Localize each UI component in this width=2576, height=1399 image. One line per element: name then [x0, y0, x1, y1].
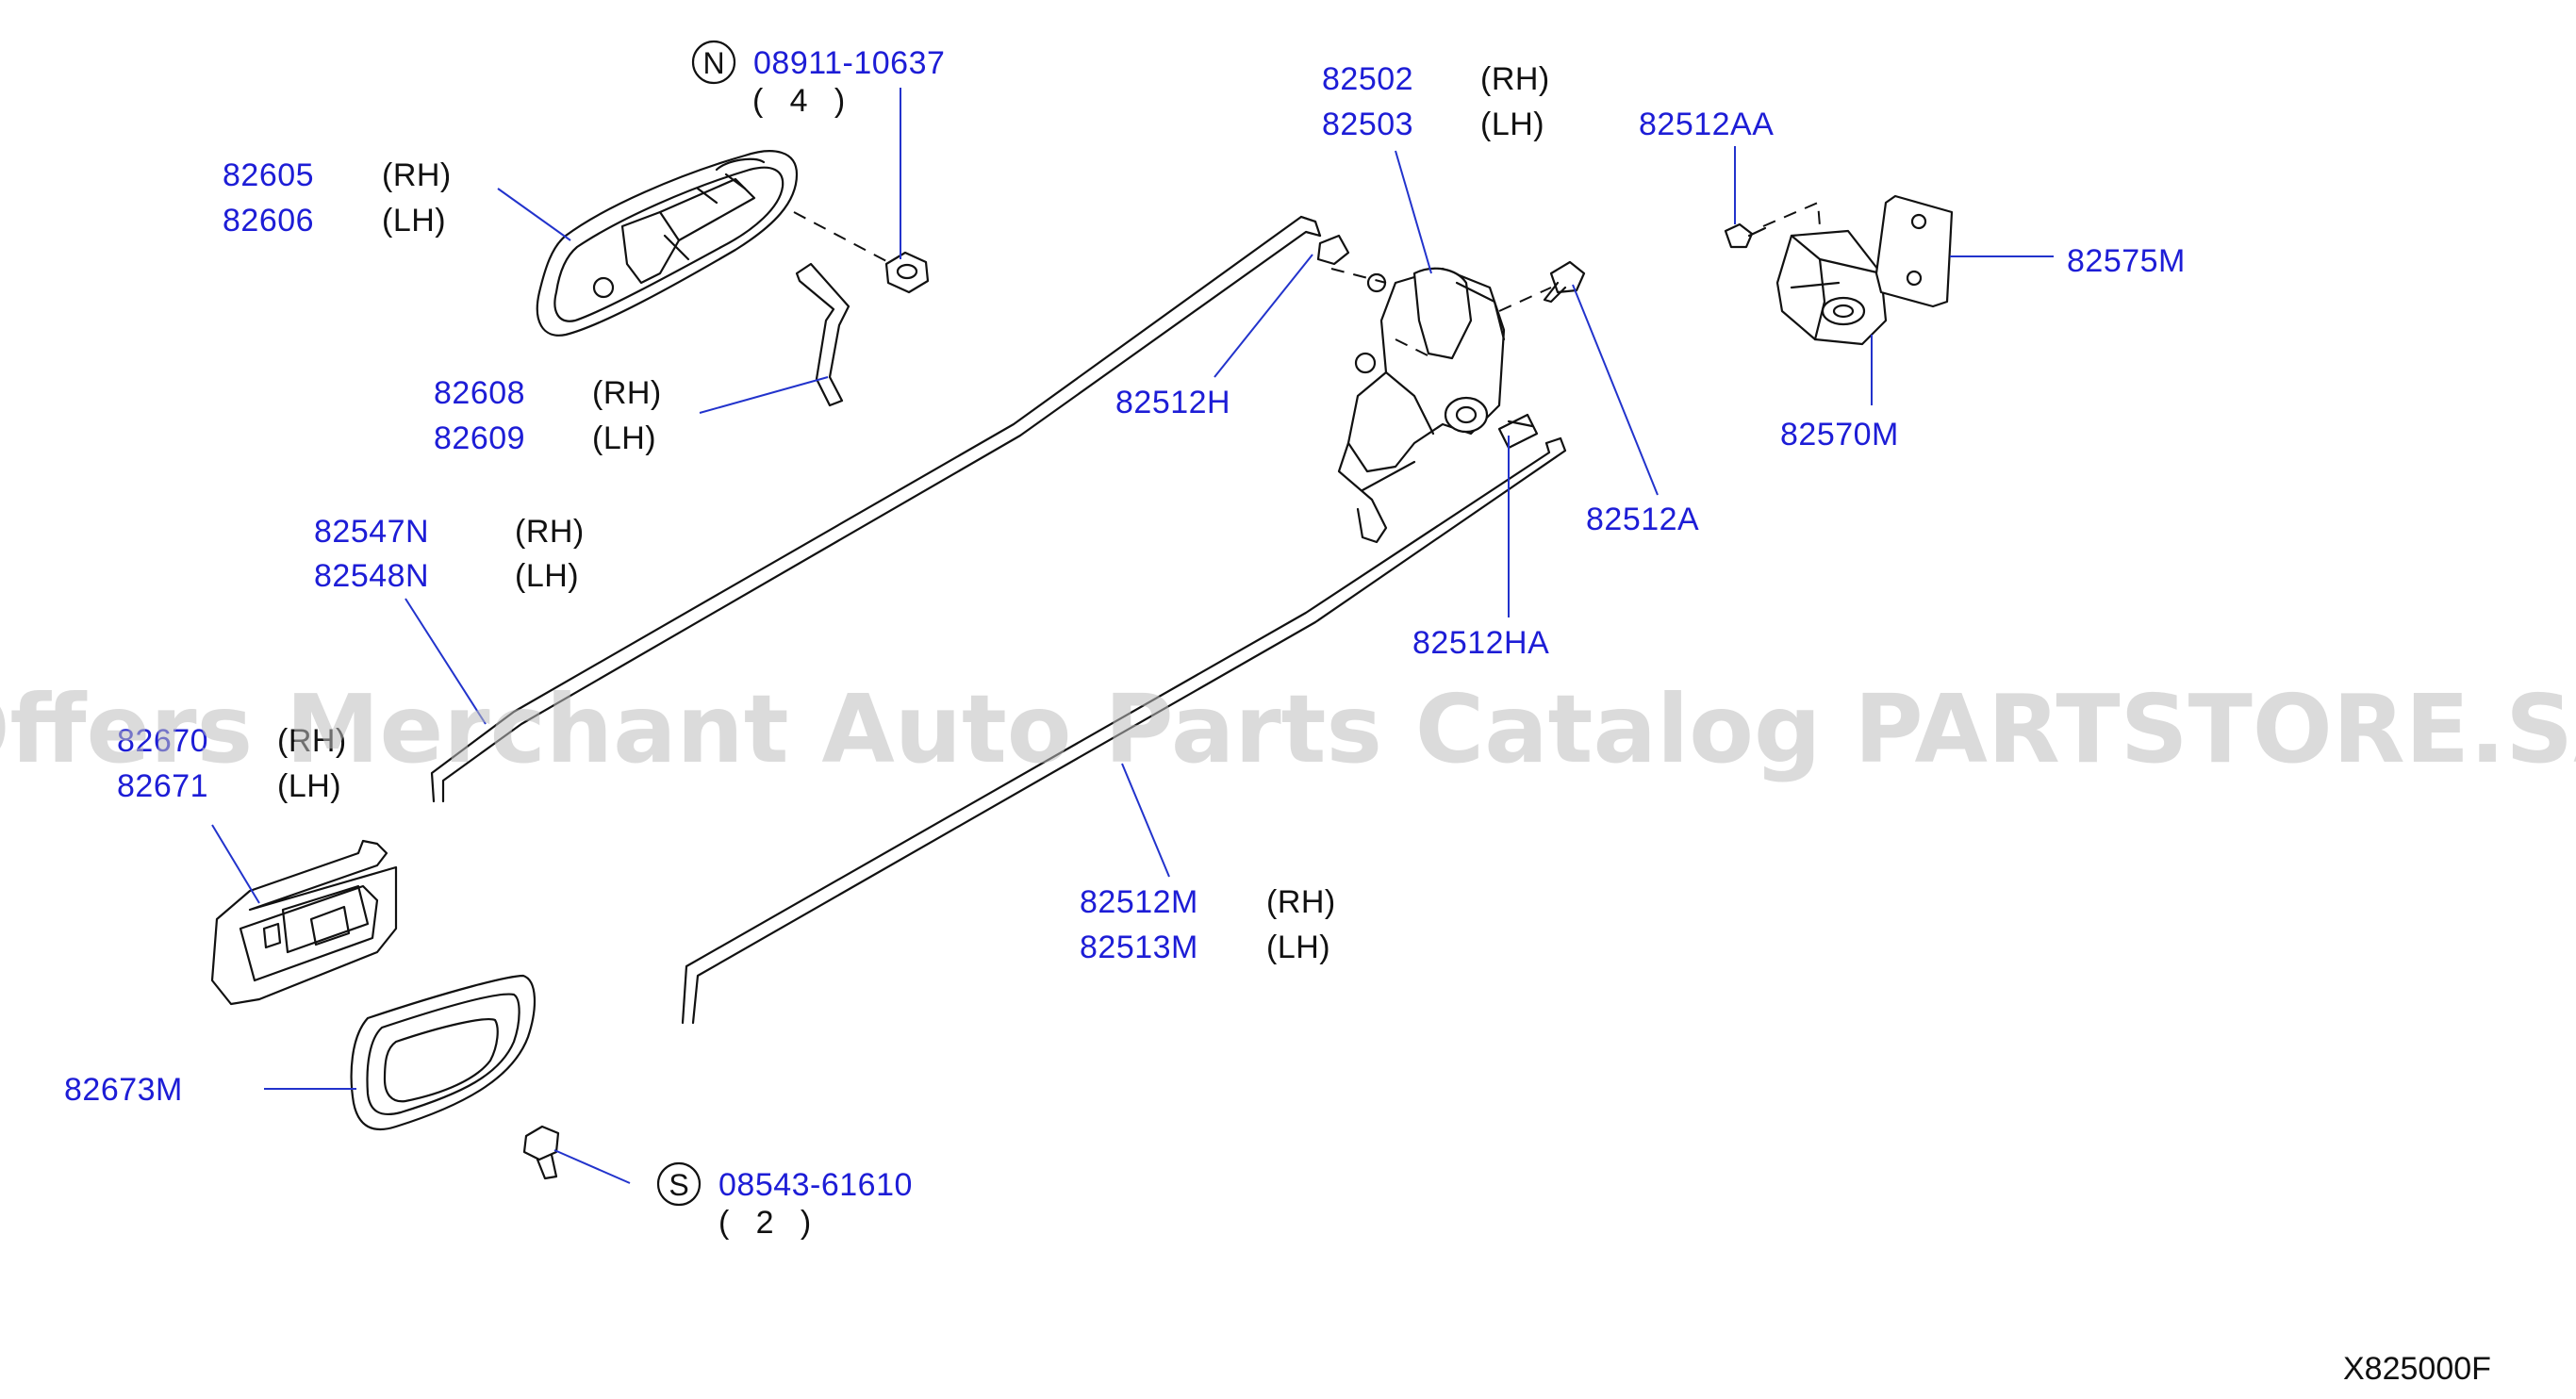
part-number-82673M: 82673M — [64, 1072, 183, 1108]
part-number-82608: 82608 — [434, 375, 525, 411]
label-08911-10637[interactable]: N 08911-10637 ( 4 ) — [691, 40, 945, 119]
side-82671: (LH) — [277, 768, 341, 804]
part-number-82512H: 82512H — [1115, 385, 1230, 420]
nut-prefix: N — [702, 46, 724, 80]
side-82547N: (RH) — [515, 514, 585, 550]
label-82575M[interactable]: 82575M — [2067, 243, 2186, 279]
label-82605-82606[interactable]: 82605 (RH) 82606 (LH) — [223, 157, 452, 239]
part-number-82512A: 82512A — [1586, 502, 1699, 537]
escutcheon-82673M-drawing — [350, 974, 537, 1131]
screw-82512A-drawing — [1543, 260, 1586, 304]
screw-82512AA-drawing — [1724, 201, 1821, 249]
part-number-08911-10637: 08911-10637 — [753, 45, 945, 81]
side-82512M: (RH) — [1266, 884, 1336, 920]
label-82547N-82548N[interactable]: 82547N (RH) 82548N (LH) — [314, 514, 585, 594]
part-number-82547N: 82547N — [314, 514, 429, 550]
side-82670: (RH) — [277, 723, 347, 759]
clip-82512HA-drawing — [1497, 413, 1539, 450]
side-82605: (RH) — [382, 157, 452, 193]
screw-prefix: S — [669, 1168, 688, 1202]
label-82570M[interactable]: 82570M — [1780, 417, 1899, 453]
side-82608: (RH) — [592, 375, 662, 411]
part-number-82670: 82670 — [117, 723, 208, 759]
side-82548N: (LH) — [515, 558, 579, 594]
part-number-82512AA: 82512AA — [1639, 107, 1774, 142]
part-number-82503: 82503 — [1322, 107, 1413, 142]
striker-82570M-drawing — [1775, 229, 1888, 346]
label-82502-82503[interactable]: 82502 (RH) 82503 (LH) — [1322, 61, 1550, 142]
side-82609: (LH) — [592, 420, 656, 456]
label-82608-82609[interactable]: 82608 (RH) 82609 (LH) — [434, 375, 662, 456]
side-82503: (LH) — [1480, 107, 1544, 142]
label-82512M-82513M[interactable]: 82512M (RH) 82513M (LH) — [1080, 884, 1336, 965]
part-number-82548N: 82548N — [314, 558, 429, 594]
label-82673M[interactable]: 82673M — [64, 1072, 183, 1108]
label-82512H[interactable]: 82512H — [1115, 385, 1230, 420]
part-number-82512HA: 82512HA — [1412, 625, 1549, 661]
screw-08543-drawing — [522, 1125, 560, 1180]
qty-08911-10637: ( 4 ) — [752, 83, 845, 119]
rod-82512M-drawing — [681, 436, 1567, 1025]
label-82512HA[interactable]: 82512HA — [1412, 625, 1549, 661]
side-82606: (LH) — [382, 203, 446, 239]
part-number-82609: 82609 — [434, 420, 525, 456]
part-number-82570M: 82570M — [1780, 417, 1899, 453]
part-number-82512M: 82512M — [1080, 884, 1198, 920]
part-number-82575M: 82575M — [2067, 243, 2186, 279]
rod-82608-drawing — [795, 262, 850, 407]
watermark-text: Offers Merchant Auto Parts Catalog PARTS… — [0, 674, 2576, 784]
label-08543-61610[interactable]: S 08543-61610 ( 2 ) — [656, 1161, 913, 1241]
part-number-82606: 82606 — [223, 203, 314, 239]
rod-82547N-drawing — [430, 215, 1322, 803]
leader-lines — [211, 88, 2054, 1184]
side-82513M: (LH) — [1266, 930, 1330, 965]
label-82670-82671[interactable]: 82670 (RH) 82671 (LH) — [117, 723, 347, 804]
inside-handle-drawing — [210, 839, 398, 1006]
outside-handle-drawing — [536, 150, 799, 337]
part-number-82671: 82671 — [117, 768, 208, 804]
nut-08911-drawing — [793, 211, 930, 294]
door-lock-drawing — [1316, 234, 1552, 544]
shim-82575M-drawing — [1874, 194, 1954, 308]
part-number-82513M: 82513M — [1080, 930, 1198, 965]
label-82512A[interactable]: 82512A — [1586, 502, 1699, 537]
qty-08543-61610: ( 2 ) — [718, 1205, 811, 1241]
side-82502: (RH) — [1480, 61, 1550, 97]
part-number-82605: 82605 — [223, 157, 314, 193]
diagram-code: X825000F — [2343, 1351, 2491, 1387]
part-number-08543-61610: 08543-61610 — [718, 1167, 913, 1203]
label-82512AA[interactable]: 82512AA — [1639, 107, 1774, 142]
part-number-82502: 82502 — [1322, 61, 1413, 97]
